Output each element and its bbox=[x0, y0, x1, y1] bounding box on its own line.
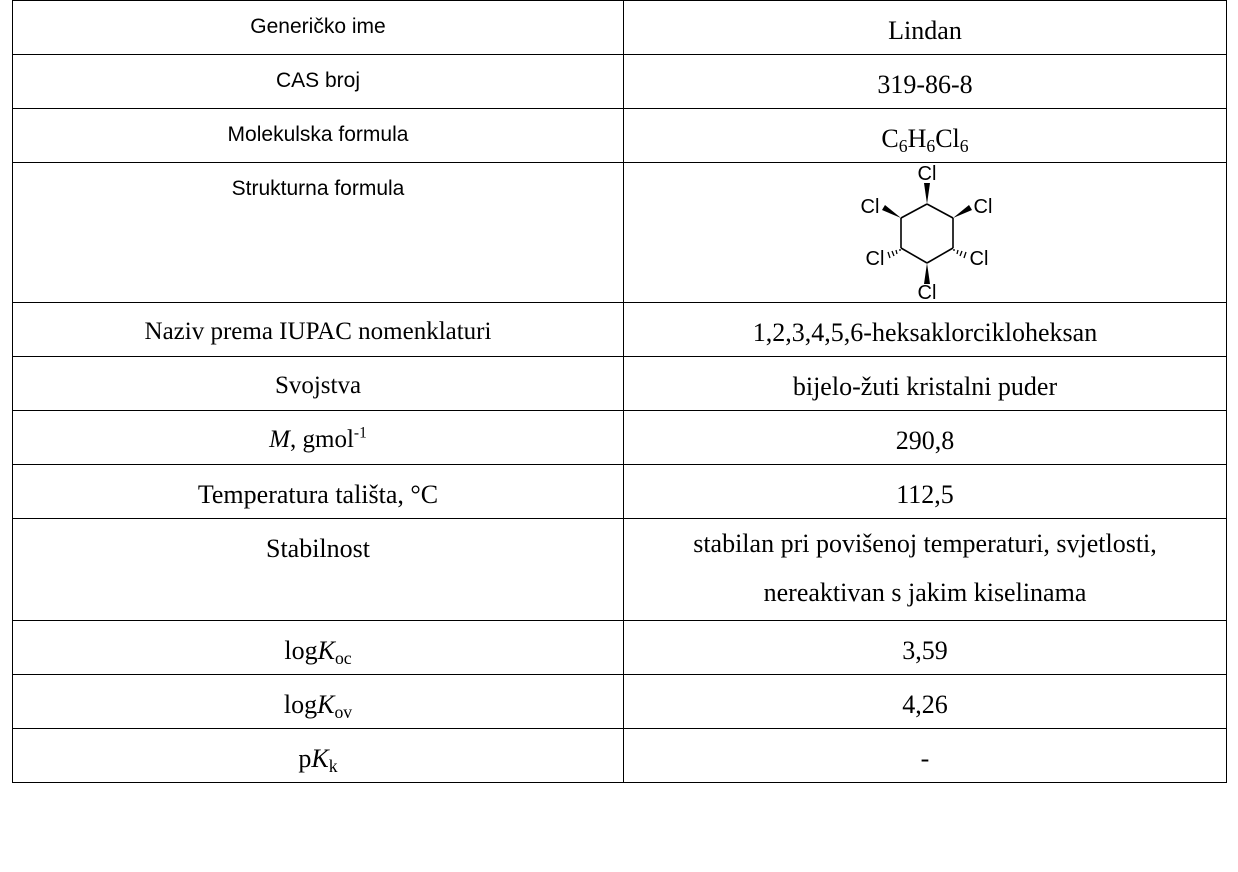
value-cell: Cl Cl Cl Cl Cl Cl bbox=[623, 162, 1227, 303]
value-cell: 112,5 bbox=[623, 464, 1227, 519]
chlorine-atom-label: Cl bbox=[918, 163, 937, 185]
symbol-subscript: k bbox=[328, 755, 338, 776]
p-text: p bbox=[298, 744, 312, 773]
table-row: logKoc 3,59 bbox=[12, 620, 1227, 675]
table-row: logKov 4,26 bbox=[12, 674, 1227, 729]
value-cell: 319-86-8 bbox=[623, 54, 1227, 109]
label-cell: Strukturna formula bbox=[12, 162, 624, 303]
table-row: Strukturna formula bbox=[12, 162, 1227, 303]
label-cell: Stabilnost bbox=[12, 518, 624, 621]
table-row: Naziv prema IUPAC nomenklaturi 1,2,3,4,5… bbox=[12, 302, 1227, 357]
formula-label: Molekulska formula bbox=[227, 123, 409, 146]
unit-exponent: -1 bbox=[353, 424, 367, 442]
generic-name-label: Generičko ime bbox=[250, 15, 386, 38]
molar-mass-label: M, gmol-1 bbox=[13, 411, 623, 455]
iupac-label: Naziv prema IUPAC nomenklaturi bbox=[144, 318, 492, 345]
properties-table: Generičko ime Lindan CAS broj 319-86-8 M… bbox=[12, 0, 1227, 783]
label-cell: Naziv prema IUPAC nomenklaturi bbox=[12, 302, 624, 357]
log-koc-value: 3,59 bbox=[902, 636, 948, 665]
melting-point-value: 112,5 bbox=[896, 480, 954, 509]
formula-subscript: 6 bbox=[898, 135, 908, 156]
iupac-value: 1,2,3,4,5,6-heksaklorcikloheksan bbox=[752, 318, 1098, 347]
label-cell: Svojstva bbox=[12, 356, 624, 411]
log-koc-label: logKoc bbox=[13, 621, 623, 668]
stability-line: stabilan pri povišenoj temperaturi, svje… bbox=[693, 529, 1157, 558]
pkk-label: pKk bbox=[13, 729, 623, 776]
value-cell: C6H6Cl6 bbox=[623, 108, 1227, 163]
formula-element: C bbox=[881, 124, 899, 153]
log-kov-label: logKov bbox=[13, 675, 623, 722]
symbol-italic: K bbox=[317, 636, 335, 665]
label-cell: CAS broj bbox=[12, 54, 624, 109]
table-row: pKk - bbox=[12, 728, 1227, 783]
label-cell: M, gmol-1 bbox=[12, 410, 624, 465]
symbol-italic: K bbox=[317, 690, 335, 719]
lindane-structure: Cl Cl Cl Cl Cl Cl bbox=[861, 163, 993, 301]
symbol-subscript: oc bbox=[334, 647, 352, 668]
table-row: CAS broj 319-86-8 bbox=[12, 54, 1227, 109]
stability-value: stabilan pri povišenoj temperaturi, svje… bbox=[624, 519, 1226, 617]
melting-point-label: Temperatura tališta, °C bbox=[197, 480, 439, 509]
table-row: Generičko ime Lindan bbox=[12, 0, 1227, 55]
unit-text: , gmol bbox=[290, 426, 354, 453]
chlorine-atom-label: Cl bbox=[974, 196, 993, 218]
label-cell: Generičko ime bbox=[12, 0, 624, 55]
chlorine-atom-label: Cl bbox=[918, 282, 937, 301]
value-cell: - bbox=[623, 728, 1227, 783]
chlorine-atom-label: Cl bbox=[970, 248, 989, 270]
table-row: M, gmol-1 290,8 bbox=[12, 410, 1227, 465]
table-row: Molekulska formula C6H6Cl6 bbox=[12, 108, 1227, 163]
value-cell: 1,2,3,4,5,6-heksaklorcikloheksan bbox=[623, 302, 1227, 357]
formula-element: Cl bbox=[935, 124, 960, 153]
label-cell: logKoc bbox=[12, 620, 624, 675]
table-row: Temperatura tališta, °C 112,5 bbox=[12, 464, 1227, 519]
log-text: log bbox=[283, 690, 318, 719]
value-cell: 4,26 bbox=[623, 674, 1227, 729]
properties-label: Svojstva bbox=[274, 372, 362, 399]
symbol-italic: M bbox=[269, 426, 290, 453]
chlorine-atom-label: Cl bbox=[861, 196, 880, 218]
log-kov-value: 4,26 bbox=[902, 690, 948, 719]
symbol-subscript: ov bbox=[334, 701, 353, 722]
value-cell: 3,59 bbox=[623, 620, 1227, 675]
label-cell: pKk bbox=[12, 728, 624, 783]
value-cell: stabilan pri povišenoj temperaturi, svje… bbox=[623, 518, 1227, 621]
table-row: Svojstva bijelo-žuti kristalni puder bbox=[12, 356, 1227, 411]
structure-label: Strukturna formula bbox=[231, 177, 405, 200]
value-cell: 290,8 bbox=[623, 410, 1227, 465]
label-cell: Molekulska formula bbox=[12, 108, 624, 163]
cas-value: 319-86-8 bbox=[877, 70, 973, 99]
generic-name-value: Lindan bbox=[888, 16, 962, 45]
value-cell: bijelo-žuti kristalni puder bbox=[623, 356, 1227, 411]
properties-value: bijelo-žuti kristalni puder bbox=[792, 372, 1058, 401]
cas-label: CAS broj bbox=[275, 69, 361, 92]
label-cell: logKov bbox=[12, 674, 624, 729]
symbol-italic: K bbox=[311, 744, 329, 773]
value-cell: Lindan bbox=[623, 0, 1227, 55]
stability-line: nereaktivan s jakim kiselinama bbox=[763, 578, 1087, 607]
chlorine-atom-label: Cl bbox=[866, 248, 885, 270]
formula-subscript: 6 bbox=[926, 135, 936, 156]
molecular-formula: C6H6Cl6 bbox=[624, 109, 1226, 156]
label-cell: Temperatura tališta, °C bbox=[12, 464, 624, 519]
formula-subscript: 6 bbox=[959, 135, 969, 156]
formula-element: H bbox=[907, 124, 927, 153]
table-row: Stabilnost stabilan pri povišenoj temper… bbox=[12, 518, 1227, 621]
pkk-value: - bbox=[920, 744, 930, 773]
log-text: log bbox=[284, 636, 318, 665]
molar-mass-value: 290,8 bbox=[895, 426, 955, 455]
stability-label: Stabilnost bbox=[265, 534, 370, 563]
